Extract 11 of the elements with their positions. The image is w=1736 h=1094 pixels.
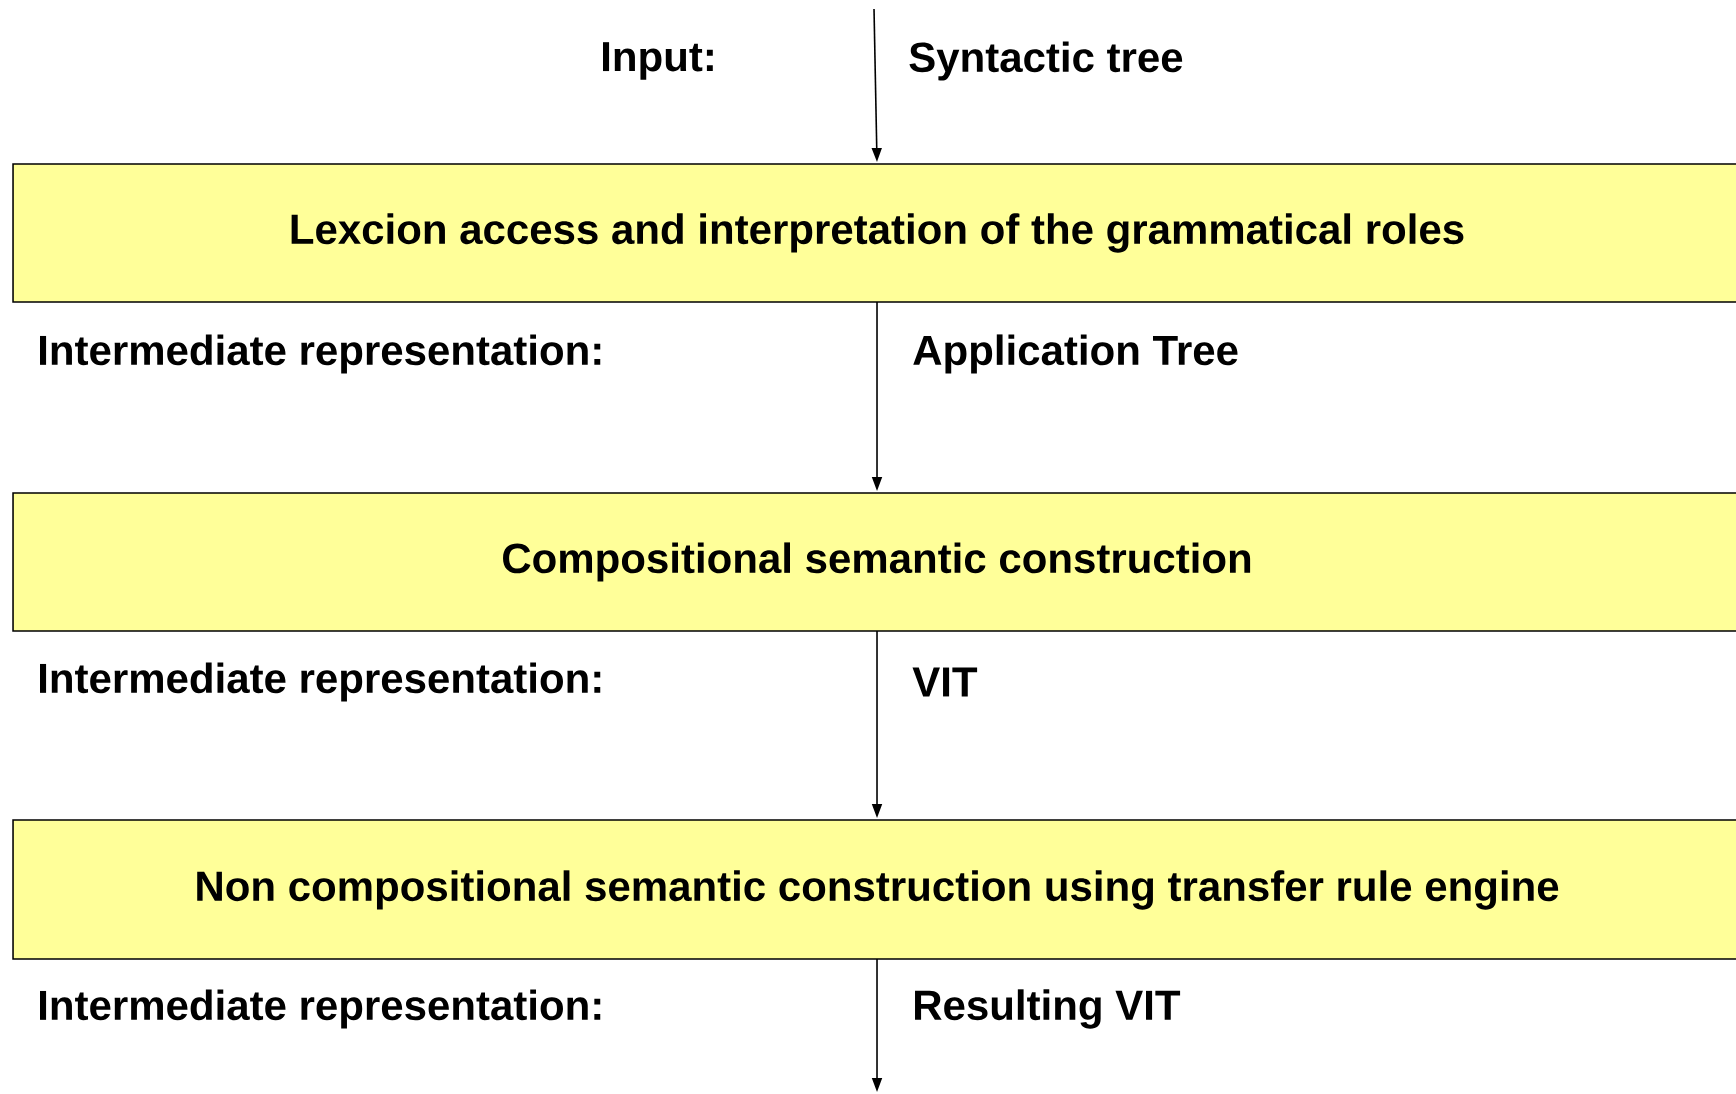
process-box-text: Non compositional semantic construction using transfer rule engine xyxy=(197,870,1559,910)
label: VIT xyxy=(912,667,978,697)
label: Syntactic tree xyxy=(909,41,1183,81)
process-box-text: Compositional semantic construction xyxy=(503,542,1251,582)
label: Intermediate representation: xyxy=(40,334,601,374)
label: Application Tree xyxy=(913,334,1238,374)
label: Input: xyxy=(603,42,713,80)
label: Resulting VIT xyxy=(915,989,1181,1029)
label: Intermediate representation: xyxy=(40,662,601,702)
process-box-text: Lexcion access and interpretation of the grammatical roles xyxy=(291,213,1464,253)
label: Intermediate representation: xyxy=(40,989,601,1029)
